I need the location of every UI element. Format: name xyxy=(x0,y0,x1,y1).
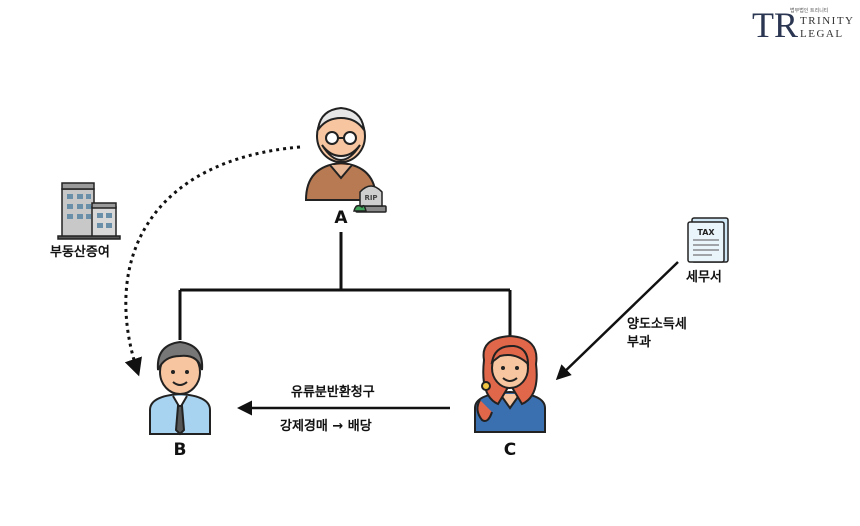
logo-monogram: TR xyxy=(752,5,798,45)
rip-tombstone-icon: RIP xyxy=(353,185,387,213)
person-a-elderly-icon xyxy=(304,106,378,201)
logo-subtitle: 법무법인 트리니티 xyxy=(790,8,829,14)
person-b-man-icon xyxy=(149,340,211,436)
auction-distribution-label: 강제경매 → 배당 xyxy=(280,419,372,434)
trinity-logo-icon: TR xyxy=(752,5,798,45)
svg-text:RIP: RIP xyxy=(364,194,377,202)
tax-office-label: 세무서 xyxy=(686,270,722,285)
tax-document-icon: TAX xyxy=(687,217,729,263)
logo-line2: LEGAL xyxy=(800,28,844,40)
capital-gains-tax-label: 양도소득세 xyxy=(627,317,687,332)
person-c-woman-icon xyxy=(474,334,546,433)
real-estate-gift-label: 부동산증여 xyxy=(50,245,110,260)
forced-share-claim-label: 유류분반환청구 xyxy=(291,385,375,400)
svg-text:TAX: TAX xyxy=(697,228,715,237)
node-label-a: A xyxy=(334,208,348,228)
gift-arrow xyxy=(124,145,301,377)
imposed-label: 부과 xyxy=(627,335,651,350)
node-label-b: B xyxy=(173,440,187,460)
building-icon xyxy=(57,182,121,240)
tax-arrow xyxy=(555,261,679,381)
node-label-c: C xyxy=(503,440,517,460)
logo-line1: TRINITY xyxy=(800,15,855,27)
family-tree-lines xyxy=(178,232,512,340)
